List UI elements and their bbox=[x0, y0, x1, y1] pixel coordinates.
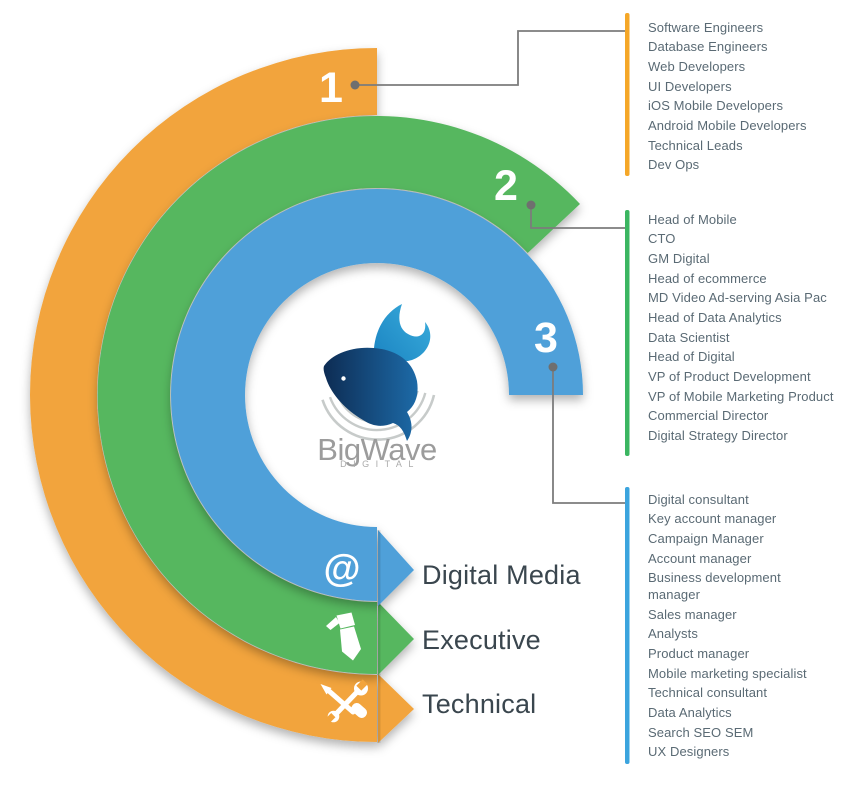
role-item: Database Engineers bbox=[648, 39, 768, 55]
ring-2-band bbox=[97, 116, 581, 675]
role-item: CTO bbox=[648, 231, 676, 247]
role-item: Key account manager bbox=[648, 511, 777, 527]
at-icon: @ bbox=[323, 548, 361, 590]
role-item: Mobile marketing specialist bbox=[648, 665, 807, 681]
banner-label-digital-media: Digital Media bbox=[422, 560, 581, 590]
connector-1-dot bbox=[350, 80, 360, 90]
role-item: Analysts bbox=[648, 626, 698, 642]
role-item: MD Video Ad-serving Asia Pac bbox=[648, 290, 827, 306]
connector-2-dot bbox=[526, 200, 536, 210]
role-item: Software Engineers bbox=[648, 19, 764, 35]
role-item: Head of Mobile bbox=[648, 211, 737, 227]
connector-2 bbox=[526, 200, 625, 229]
role-item: GM Digital bbox=[648, 250, 710, 266]
role-item: Campaign Manager bbox=[648, 530, 764, 546]
role-item: Data Scientist bbox=[648, 329, 730, 345]
role-item: UI Developers bbox=[648, 78, 732, 94]
accent-bar-3 bbox=[625, 487, 630, 764]
connector-3-dot bbox=[548, 362, 558, 372]
whale-icon bbox=[321, 304, 436, 441]
role-item: Technical Leads bbox=[648, 137, 743, 153]
ring-2-arc bbox=[97, 116, 581, 675]
ring-3-fold bbox=[377, 530, 381, 606]
role-item: Web Developers bbox=[648, 58, 746, 74]
role-item: Digital Strategy Director bbox=[648, 428, 788, 444]
role-item: Data Analytics bbox=[648, 704, 732, 720]
role-item: Commercial Director bbox=[648, 408, 769, 424]
ring-2-number: 2 bbox=[494, 162, 518, 210]
ring-2-banner-arrow bbox=[378, 602, 414, 675]
ring-3-banner-arrow bbox=[378, 530, 414, 606]
role-item: Sales manager bbox=[648, 606, 737, 622]
ring-1-band bbox=[30, 48, 377, 742]
ring-1-arc bbox=[30, 48, 414, 743]
role-item: Android Mobile Developers bbox=[648, 118, 807, 134]
banner-label-executive: Executive bbox=[422, 625, 541, 655]
ring-3-band bbox=[171, 189, 583, 601]
role-item: VP of Product Development bbox=[648, 369, 811, 385]
whale-eye bbox=[341, 376, 346, 381]
necktie-icon bbox=[326, 612, 361, 661]
ring-1-fold bbox=[377, 674, 381, 743]
role-item: Head of Data Analytics bbox=[648, 310, 782, 326]
accent-bar-2 bbox=[625, 210, 630, 456]
ring-2-fold bbox=[377, 602, 381, 675]
wave-arc-outer bbox=[321, 394, 436, 441]
role-item: Technical consultant bbox=[648, 685, 768, 701]
role-item: Dev Ops bbox=[648, 157, 700, 173]
banner-label-technical: Technical bbox=[422, 689, 537, 719]
ring-3-number: 3 bbox=[534, 314, 558, 362]
role-item: Head of ecommerce bbox=[648, 270, 767, 286]
role-item: Product manager bbox=[648, 645, 750, 661]
role-item: Account manager bbox=[648, 550, 752, 566]
brand-name: BigWave bbox=[317, 432, 437, 467]
brand-tagline: DIGITAL bbox=[340, 459, 420, 469]
ring-1-number: 1 bbox=[319, 64, 343, 112]
wrench-screwdriver-icon bbox=[320, 679, 368, 724]
role-item: iOS Mobile Developers bbox=[648, 98, 784, 114]
wave-arc-middle bbox=[328, 392, 427, 432]
connector-3 bbox=[548, 362, 625, 504]
ring-1-banner-arrow bbox=[378, 674, 414, 743]
accent-bar-1 bbox=[625, 13, 630, 176]
role-item: Head of Digital bbox=[648, 349, 735, 365]
ring-3-arc bbox=[171, 189, 583, 606]
whale-body bbox=[323, 347, 418, 441]
role-item: Search SEO SEM bbox=[648, 724, 754, 740]
connector-1 bbox=[350, 30, 625, 90]
role-item: Business development manager bbox=[648, 570, 781, 602]
role-item: UX Designers bbox=[648, 744, 730, 760]
role-item: Digital consultant bbox=[648, 491, 749, 507]
whale-tail bbox=[374, 304, 431, 362]
role-item: VP of Mobile Marketing Product bbox=[648, 388, 834, 404]
